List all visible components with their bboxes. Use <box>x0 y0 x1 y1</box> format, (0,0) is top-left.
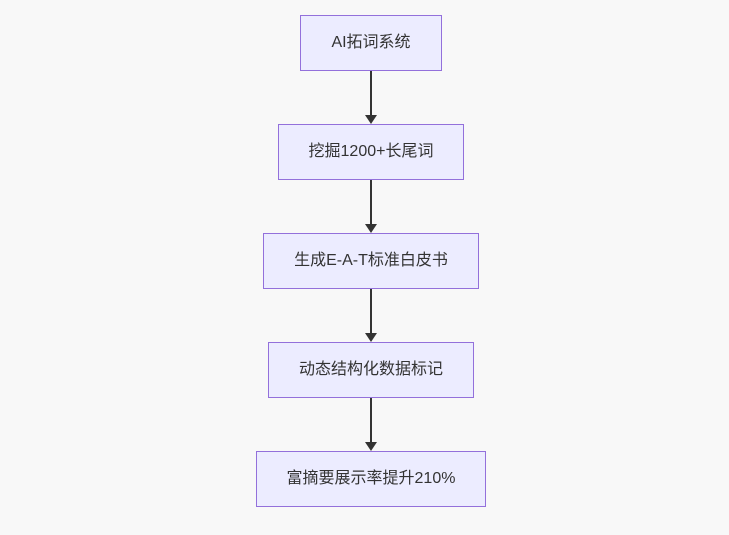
arrow-shaft <box>370 180 372 224</box>
arrowhead-down-icon <box>365 333 377 342</box>
node-label: AI拓词系统 <box>331 34 411 51</box>
flowchart-node-rich-snippet-result: 富摘要展示率提升210% <box>255 451 487 507</box>
arrow-shaft <box>370 71 372 115</box>
node-label: 富摘要展示率提升210% <box>286 470 456 487</box>
flow-arrow-3 <box>365 289 377 342</box>
arrowhead-down-icon <box>365 115 377 124</box>
flow-arrow-4 <box>365 398 377 451</box>
flowchart-node-ai-word-system: AI拓词系统 <box>300 15 442 71</box>
arrowhead-down-icon <box>365 442 377 451</box>
arrowhead-down-icon <box>365 224 377 233</box>
flowchart-node-eat-whitepaper: 生成E-A-T标准白皮书 <box>263 233 479 289</box>
node-label: 挖掘1200+长尾词 <box>308 143 434 160</box>
flow-arrow-2 <box>365 180 377 233</box>
arrow-shaft <box>370 398 372 442</box>
flow-arrow-1 <box>365 71 377 124</box>
node-label: 动态结构化数据标记 <box>298 361 443 378</box>
flowchart-node-structured-data: 动态结构化数据标记 <box>267 342 474 398</box>
node-label: 生成E-A-T标准白皮书 <box>294 252 448 269</box>
arrow-shaft <box>370 289 372 333</box>
flowchart-node-longtail-mining: 挖掘1200+长尾词 <box>277 124 465 180</box>
